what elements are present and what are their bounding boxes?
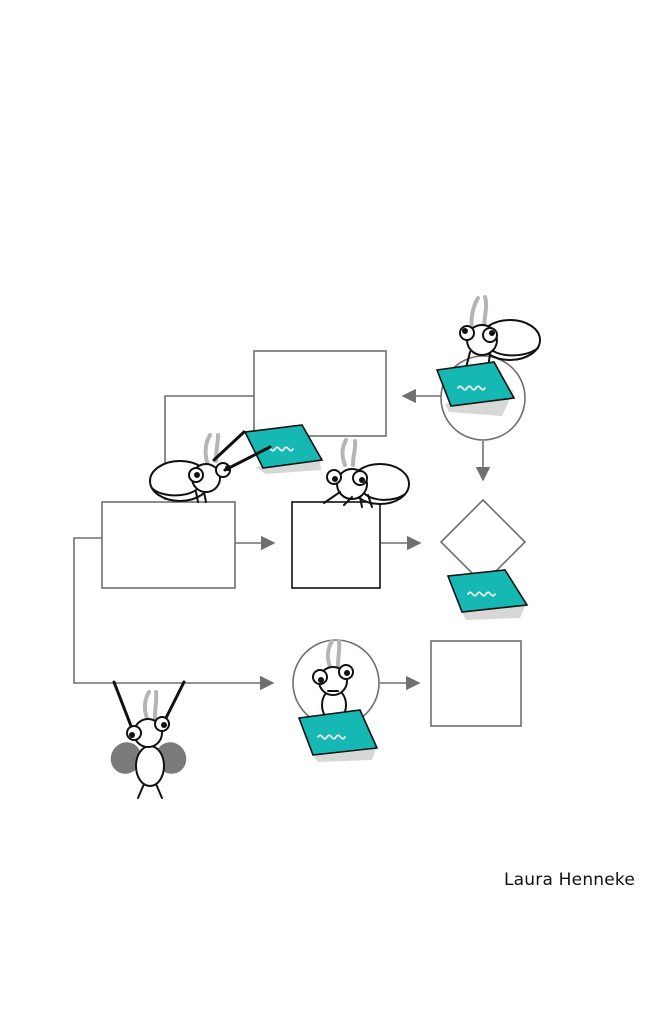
flow-nodes (101, 350, 527, 727)
process-box-bottom-right (430, 640, 522, 727)
connector-left-box-branch (73, 537, 275, 691)
ant-pointing-note (149, 424, 324, 503)
note-icon (435, 361, 516, 416)
note-icon (446, 569, 529, 620)
wing-left (110, 742, 142, 774)
antenna-icon (142, 690, 159, 720)
ant-body (135, 745, 165, 787)
ant-peeking-over-box (323, 438, 410, 508)
author-signature: Laura Henneke (504, 870, 636, 890)
process-box-left (101, 501, 236, 589)
ant-holding-note-in-circle (297, 639, 379, 762)
ant-with-note-on-circle (435, 295, 541, 416)
note-icon (297, 709, 379, 762)
antenna-icon (325, 639, 342, 669)
process-box-middle (291, 501, 381, 589)
note-icon (243, 424, 324, 474)
decision-diamond (439, 498, 527, 586)
process-box-top (253, 350, 387, 437)
antenna-icon (340, 438, 358, 467)
ant-hanging-from-line (110, 680, 187, 799)
